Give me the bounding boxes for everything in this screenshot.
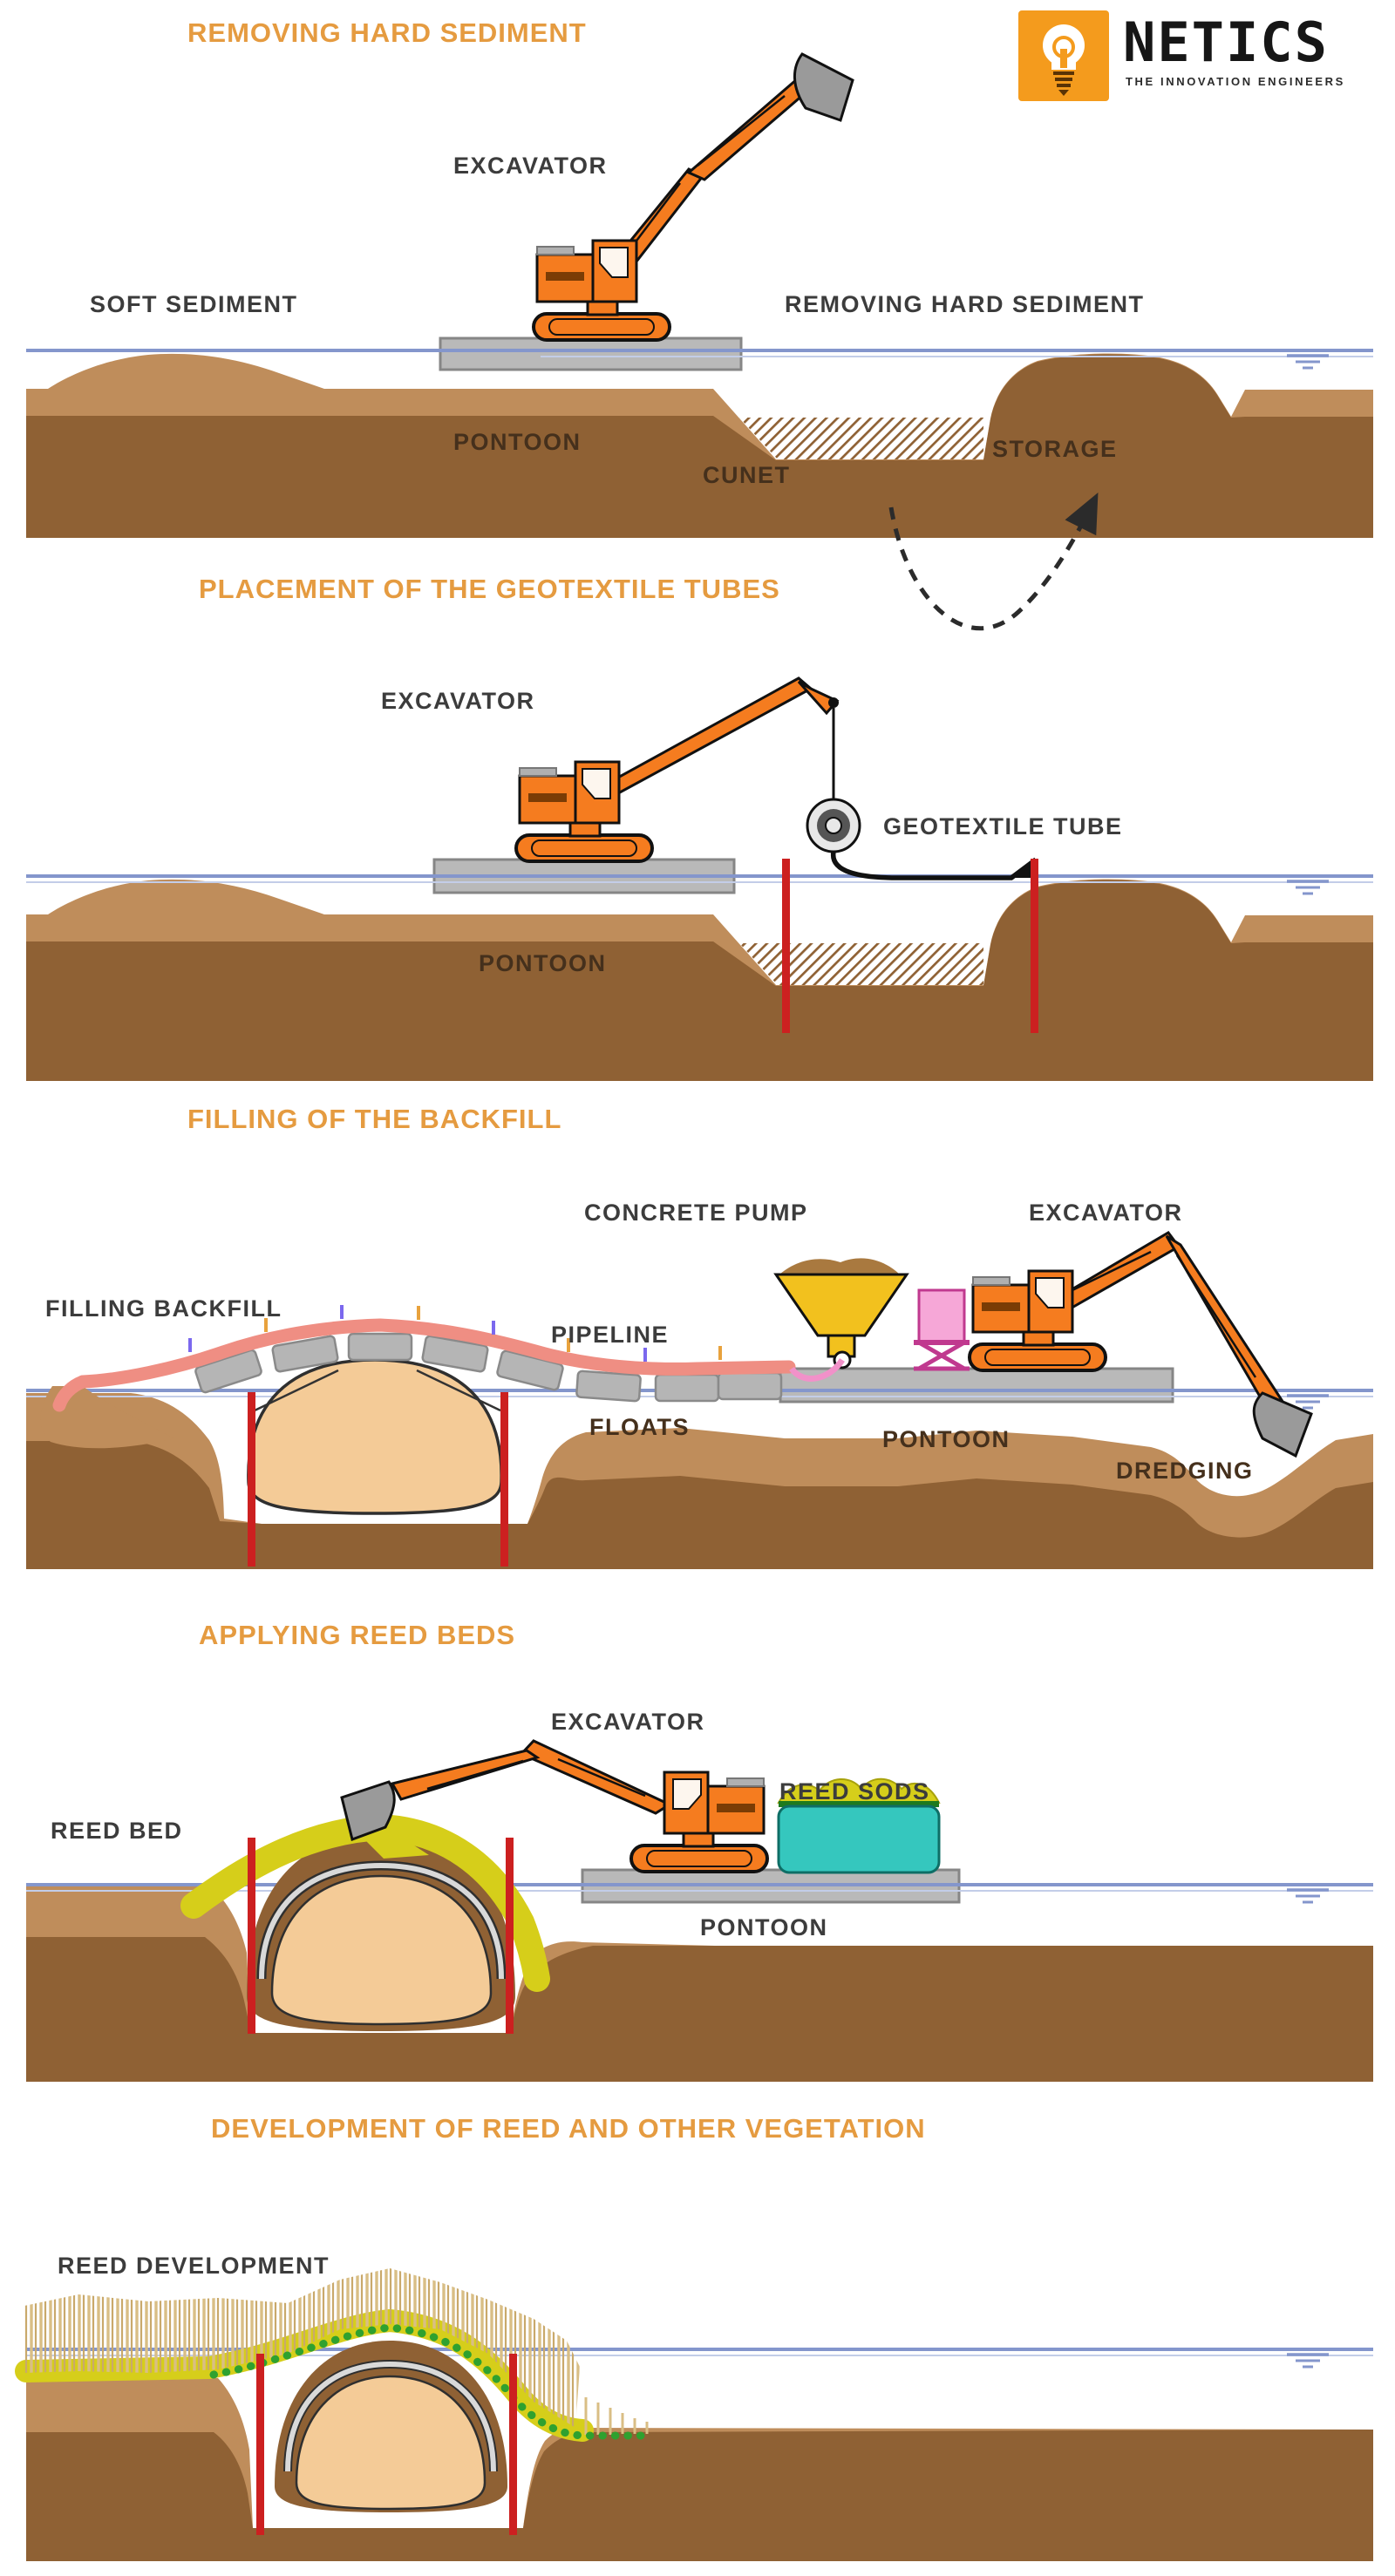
label-reed-development: REED DEVELOPMENT bbox=[58, 2253, 330, 2279]
label-filling-backfill: FILLING BACKFILL bbox=[45, 1295, 282, 1322]
water-level-icon bbox=[1285, 354, 1330, 370]
excavator-icon bbox=[514, 676, 840, 863]
panel-4-title: APPLYING REED BEDS bbox=[199, 1620, 516, 1650]
geotextile-tube-filled bbox=[295, 2375, 487, 2511]
tie-line-right bbox=[416, 1369, 501, 1412]
lightbulb-icon bbox=[1043, 24, 1085, 96]
tie-line-left bbox=[254, 1369, 339, 1412]
label-pontoon-4: PONTOON bbox=[700, 1914, 828, 1940]
cunet-hatch-area bbox=[739, 418, 983, 459]
panel-3-scene bbox=[26, 1231, 1373, 1569]
sheet-pile-right bbox=[509, 2354, 517, 2535]
reed-bed-layer bbox=[180, 1813, 550, 1992]
soil-dark-layer bbox=[26, 1441, 1373, 1569]
sparse-reeds bbox=[584, 2397, 649, 2435]
water-level-icon bbox=[1285, 1888, 1330, 1904]
label-reed-sods: REED SODS bbox=[779, 1778, 930, 1805]
bucket-icon bbox=[1252, 1391, 1313, 1458]
excavator-icon bbox=[532, 52, 854, 342]
label-excavator-2: EXCAVATOR bbox=[381, 688, 535, 714]
geotextile-roll-icon bbox=[806, 798, 861, 853]
geotextile-tube-filled bbox=[247, 1358, 503, 1515]
label-pontoon-1: PONTOON bbox=[453, 429, 582, 455]
vegetation-dotted-line bbox=[209, 2323, 654, 2440]
cunet-hatch-area bbox=[739, 943, 983, 985]
panel-2-title: PLACEMENT OF THE GEOTEXTILE TUBES bbox=[199, 574, 780, 604]
reed-field bbox=[24, 2268, 580, 2428]
sheet-pile-left bbox=[248, 1392, 255, 1567]
bucket-icon bbox=[340, 1780, 396, 1841]
soil-dark-layer bbox=[26, 2430, 1373, 2561]
pontoon bbox=[439, 336, 743, 371]
bucket-icon bbox=[793, 52, 854, 122]
panel-1-title: REMOVING HARD SEDIMENT bbox=[187, 17, 587, 48]
label-excavator-1: EXCAVATOR bbox=[453, 153, 608, 179]
label-removing-hard-sediment: REMOVING HARD SEDIMENT bbox=[785, 291, 1145, 317]
reed-sods-container-icon bbox=[777, 1777, 941, 1874]
sheet-pile-left bbox=[248, 1838, 255, 2034]
covered-geotube-mound bbox=[180, 1794, 550, 2031]
soil-dark-layer bbox=[26, 354, 1373, 538]
sediment-transfer-arrow bbox=[888, 493, 1099, 631]
panel-2-scene bbox=[26, 676, 1373, 1081]
pipeline-spout bbox=[52, 1375, 90, 1412]
covered-geotube-mound bbox=[275, 2341, 507, 2512]
panel-5-title: DEVELOPMENT OF REED AND OTHER VEGETATION bbox=[211, 2113, 926, 2144]
concrete-pump-icon bbox=[773, 1258, 970, 1382]
pipeline-tube bbox=[76, 1318, 796, 1389]
label-dredging: DREDGING bbox=[1116, 1458, 1254, 1484]
label-concrete-pump: CONCRETE PUMP bbox=[584, 1200, 808, 1226]
panel-5-scene bbox=[15, 2268, 1373, 2561]
label-storage: STORAGE bbox=[992, 436, 1118, 462]
panel-4-scene bbox=[26, 1739, 1373, 2082]
sheet-pile-right bbox=[500, 1392, 508, 1567]
water-level-icon bbox=[1285, 880, 1330, 895]
pipeline-joint-ticks bbox=[188, 1305, 722, 1362]
water-level-icon bbox=[1285, 2353, 1330, 2369]
pipeline-floats bbox=[194, 1332, 783, 1403]
sheet-pile-left bbox=[782, 859, 790, 1033]
label-cunet: CUNET bbox=[703, 462, 791, 488]
label-soft-sediment: SOFT SEDIMENT bbox=[90, 291, 298, 317]
soil-dark-layer bbox=[26, 1937, 1373, 2082]
geotextile-tube-filled bbox=[270, 1874, 493, 2026]
label-pontoon-3: PONTOON bbox=[882, 1426, 1011, 1452]
label-pipeline: PIPELINE bbox=[551, 1322, 670, 1348]
excavator-icon bbox=[340, 1739, 769, 1873]
geotextile-tube-sheet bbox=[831, 851, 1038, 880]
label-excavator-4: EXCAVATOR bbox=[551, 1709, 705, 1735]
netics-tagline: THE INNOVATION ENGINEERS bbox=[1126, 75, 1345, 88]
label-floats: FLOATS bbox=[589, 1414, 690, 1440]
backfill-spill bbox=[40, 1386, 175, 1449]
netics-logo bbox=[1018, 10, 1109, 101]
netics-wordmark: NETICS bbox=[1123, 10, 1329, 74]
sheet-pile-right bbox=[506, 1838, 514, 2034]
label-pontoon-2: PONTOON bbox=[479, 950, 607, 976]
sheet-pile-left bbox=[256, 2354, 264, 2535]
geotextile-tube-end bbox=[1011, 860, 1036, 878]
label-reed-bed: REED BED bbox=[51, 1818, 183, 1844]
panel-3-title: FILLING OF THE BACKFILL bbox=[187, 1104, 562, 1134]
label-geotextile-tube: GEOTEXTILE TUBE bbox=[883, 813, 1123, 839]
panel-1-scene bbox=[26, 52, 1373, 631]
excavator-icon bbox=[968, 1231, 1313, 1458]
sheet-pile-right bbox=[1031, 859, 1038, 1033]
label-excavator-3: EXCAVATOR bbox=[1029, 1200, 1183, 1226]
